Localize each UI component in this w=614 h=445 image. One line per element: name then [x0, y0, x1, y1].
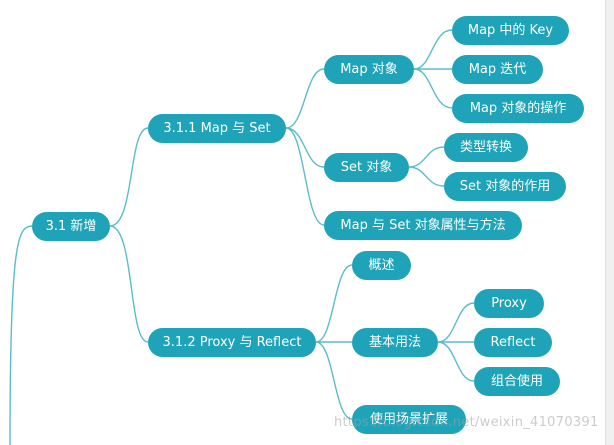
node-proxy[interactable]: Proxy [474, 289, 544, 318]
node-set-role[interactable]: Set 对象的作用 [444, 172, 566, 201]
connector-line [408, 166, 445, 187]
connector-line [109, 127, 149, 227]
connector-line [315, 341, 353, 420]
connector-line [413, 68, 453, 109]
node-map-iterate[interactable]: Map 迭代 [452, 55, 543, 84]
node-overview[interactable]: 概述 [352, 251, 411, 280]
node-type-conversion[interactable]: 类型转换 [444, 133, 528, 162]
connector-line [437, 302, 475, 343]
connector-line [285, 127, 325, 226]
connector-line [315, 264, 353, 343]
node-map-key[interactable]: Map 中的 Key [452, 16, 569, 45]
node-proxy-and-reflect[interactable]: 3.1.2 Proxy 与 Reflect [148, 328, 316, 357]
node-map-set-props-methods[interactable]: Map 与 Set 对象属性与方法 [324, 211, 522, 240]
connector-line [285, 127, 325, 168]
node-use-case-extension[interactable]: 使用场景扩展 [352, 405, 466, 434]
connector-line [408, 146, 445, 168]
connector-line [285, 68, 325, 129]
node-reflect[interactable]: Reflect [474, 328, 552, 357]
connector-line [109, 225, 149, 343]
node-3-1-new[interactable]: 3.1 新增 [32, 212, 110, 241]
connector-line [437, 341, 475, 382]
node-set-object[interactable]: Set 对象 [324, 153, 409, 182]
connector-line [413, 29, 453, 70]
node-map-and-set[interactable]: 3.1.1 Map 与 Set [148, 114, 286, 143]
node-basic-usage[interactable]: 基本用法 [352, 328, 438, 357]
watermark-text: https://blog.csdn.net/weixin_41070391 [334, 415, 599, 430]
node-combined-use[interactable]: 组合使用 [474, 367, 560, 396]
node-map-object[interactable]: Map 对象 [324, 55, 414, 84]
connector-line [9, 225, 33, 445]
node-map-operations[interactable]: Map 对象的操作 [452, 94, 584, 123]
right-edge-divider [605, 0, 614, 445]
